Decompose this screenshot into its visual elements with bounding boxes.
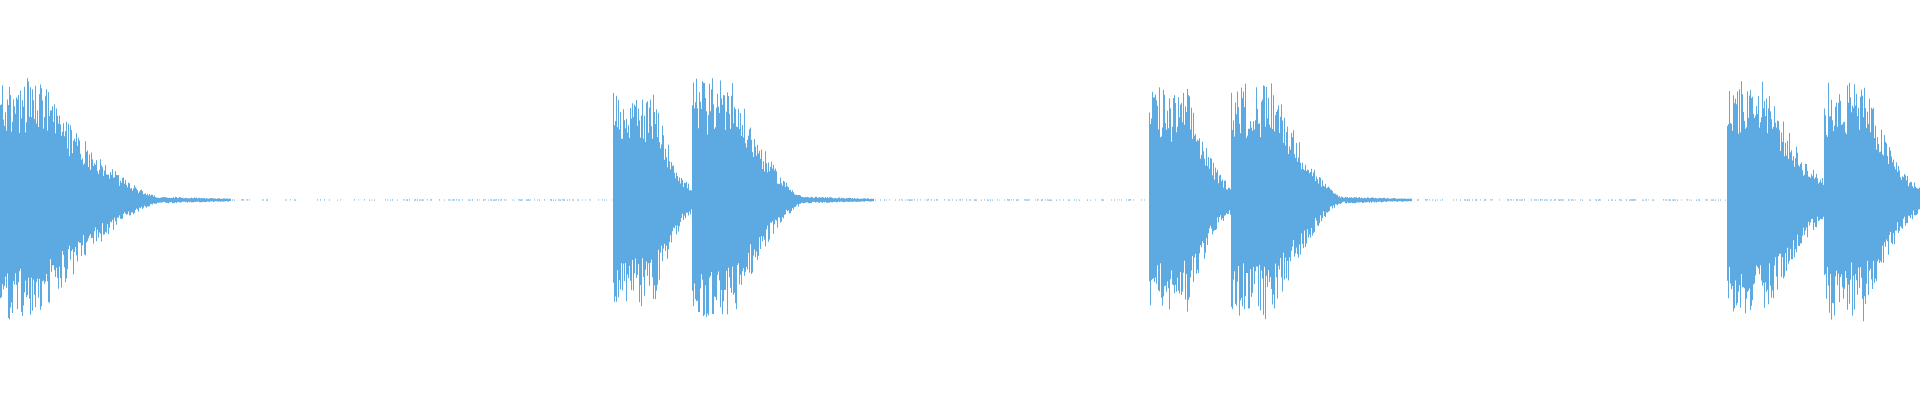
waveform-path <box>0 78 1920 322</box>
